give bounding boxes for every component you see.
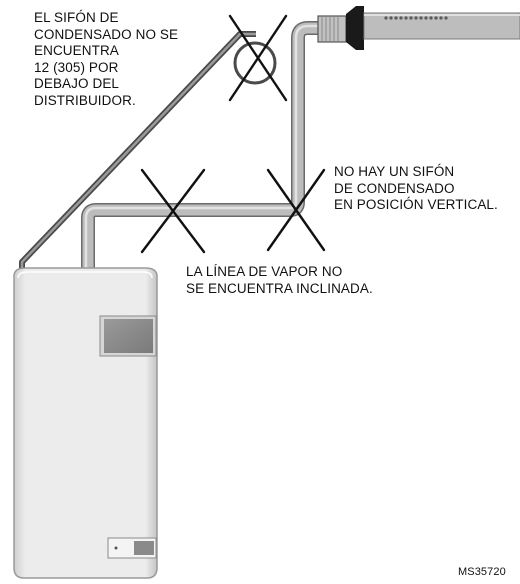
note-line: ENCUENTRA	[34, 43, 119, 58]
note-line: DISTRIBUIDOR.	[34, 92, 136, 108]
x-mark-icon	[266, 168, 326, 252]
note-trap-not-below-distributor: EL SIFÓN DE CONDENSADO NO SE ENCUENTRA 1…	[34, 10, 178, 109]
note-line: CONDENSADO NO SE	[34, 26, 179, 42]
x-mark-icon	[228, 14, 288, 102]
figure-id: MS35720	[458, 566, 506, 578]
note-no-vertical-trap: NO HAY UN SIFÓN DE CONDENSADO EN POSICIÓ…	[334, 164, 498, 214]
humidifier-unit	[13, 267, 158, 579]
steam-distributor	[317, 6, 520, 50]
trap-location-circle	[233, 41, 277, 85]
note-line: DEBAJO DEL	[34, 76, 120, 91]
note-line: EL SIFÓN DE	[34, 10, 119, 25]
note-line: EN POSICIÓN VERTICAL.	[334, 197, 498, 212]
unit-display-window	[99, 315, 157, 357]
x-mark-icon	[140, 168, 206, 254]
note-line: LA LÍNEA DE VAPOR NO	[186, 264, 343, 279]
note-line: NO HAY UN SIFÓN	[334, 164, 455, 179]
distributor-holes	[384, 16, 448, 20]
note-line: SE ENCUENTRA INCLINADA.	[186, 280, 373, 296]
unit-control-panel	[107, 537, 157, 559]
note-line: DE CONDENSADO	[334, 180, 455, 196]
note-line: 12 (305) POR	[34, 59, 119, 75]
note-steam-line-not-sloped: LA LÍNEA DE VAPOR NO SE ENCUENTRA INCLIN…	[186, 264, 373, 297]
